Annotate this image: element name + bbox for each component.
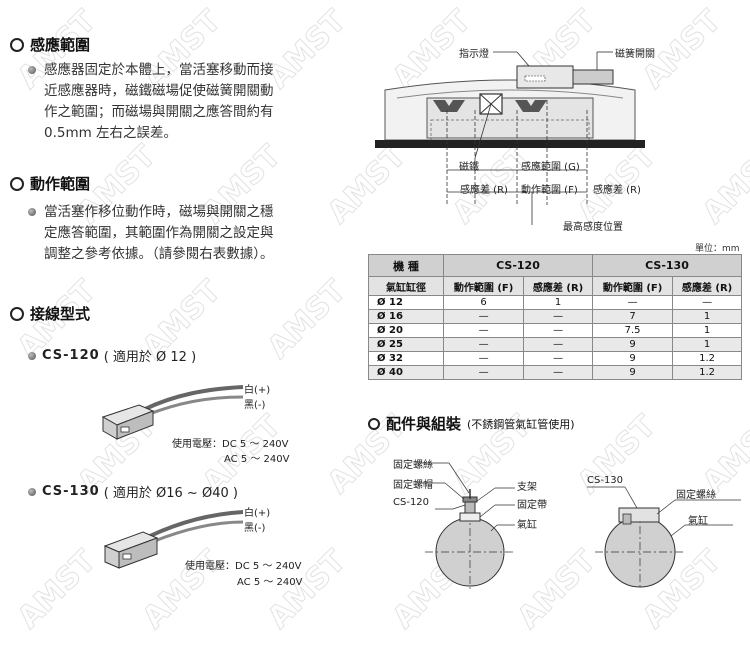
table-subheader: 感應差 (R) (523, 276, 593, 296)
cs130-wire-black-label: 黑(-) (244, 523, 266, 534)
accessories-left-drawing (417, 462, 515, 589)
acc-right-fix-screw-label: 固定螺絲 (676, 490, 716, 501)
operating-range-title: 動作範圍 (10, 173, 90, 194)
acc-left-bracket-label: 支架 (517, 482, 537, 493)
magnet-label: 磁鐵 (459, 162, 479, 173)
watermark-text: AMST (696, 138, 750, 230)
acc-left-fix-nut-label: 固定螺帽 (393, 480, 433, 491)
table-row: Ø 40 — — 9 1.2 (368, 365, 742, 380)
circle-bullet-icon (368, 417, 380, 430)
cs120-wire-black-label: 黑(-) (244, 400, 266, 411)
cs120-voltage-label: 使用電壓：DC 5 ～ 240V (172, 439, 289, 450)
sensing-range-diagram (375, 51, 645, 225)
table-subheader: 動作範圍 (F) (442, 276, 525, 296)
table-row: Ø 25 — — 9 1 (368, 337, 742, 352)
table-header-cs130: CS-130 (591, 254, 743, 277)
acc-right-cylinder-label: 氣缸 (688, 516, 708, 527)
acc-left-cylinder-label: 氣缸 (517, 520, 537, 531)
acc-left-model-label: CS-120 (393, 497, 430, 508)
table-subheader: 動作範圍 (F) (591, 276, 674, 296)
table-subheader: 感應差 (R) (672, 276, 742, 296)
accessories-title: 配件與組裝 (不銹鋼管氣缸管使用) (368, 413, 575, 434)
dot-bullet-icon (28, 351, 36, 360)
circle-bullet-icon (10, 176, 24, 191)
wiring-title: 接線型式 (10, 303, 90, 324)
operating-range-text: 當活塞作移位動作時，磁場與開關之穩 定應答範圍，其範圍作為開關之設定與 調整之參… (28, 202, 314, 265)
reed-switch-label: 磁簧開關 (615, 49, 655, 60)
spec-table: 機 種 CS-120 CS-130 氣缸缸徑 動作範圍 (F) 感應差 (R) … (368, 254, 743, 380)
cs130-sensor-drawing (103, 510, 244, 569)
table-header-cs120: CS-120 (443, 254, 593, 277)
watermark-text: AMST (11, 543, 103, 635)
cs130-model-line: CS-130 ( 適用於 Ø16 ~ Ø40 ) (28, 482, 238, 501)
cs130-wire-white-label: 白(+) (244, 508, 271, 519)
table-unit-label: 單位：mm (695, 244, 740, 254)
dot-bullet-icon (28, 208, 36, 216)
sensing-range-text: 感應器固定於本體上，當活塞移動而接 近感應器時，磁鐵磁場促使磁簧開關動 作之範圍… (28, 60, 314, 144)
acc-left-band-label: 固定帶 (517, 500, 547, 511)
operating-range-f-label: 動作範圍 (F) (521, 185, 578, 196)
acc-left-fix-screw-label: 固定螺絲 (393, 460, 433, 471)
table-row: Ø 16 — — 7 1 (368, 309, 742, 324)
acc-right-model-label: CS-130 (587, 475, 624, 486)
table-header-model: 機 種 (368, 254, 444, 277)
table-row: Ø 32 — — 9 1.2 (368, 351, 742, 366)
cs120-model-line: CS-120 ( 適用於 Ø 12 ) (28, 346, 196, 365)
accessories-right-drawing (587, 486, 741, 590)
max-sensing-position-label: 最高感度位置 (563, 222, 623, 233)
sensing-diff-right-label: 感應差 (R) (593, 185, 641, 196)
table-row: Ø 12 6 1 — — (368, 295, 742, 310)
cs130-voltage-ac: AC 5 ～ 240V (237, 577, 303, 588)
sensing-diff-left-label: 感應差 (R) (460, 185, 508, 196)
indicator-light-label: 指示燈 (459, 49, 489, 60)
sensing-range-g-label: 感應範圍 (G) (521, 162, 580, 173)
cs120-voltage-ac: AC 5 ～ 240V (224, 454, 290, 465)
watermark-text: AMST (261, 273, 353, 365)
cs120-wire-white-label: 白(+) (244, 385, 271, 396)
sensing-range-title: 感應範圍 (10, 34, 90, 55)
cs120-sensor-drawing (101, 385, 244, 440)
dot-bullet-icon (28, 66, 36, 74)
circle-bullet-icon (10, 37, 24, 52)
table-row: Ø 20 — — 7.5 1 (368, 323, 742, 338)
dot-bullet-icon (28, 487, 36, 496)
cs130-voltage-label: 使用電壓：DC 5 ～ 240V (185, 561, 302, 572)
circle-bullet-icon (10, 306, 24, 321)
table-subheader-bore: 氣缸缸徑 (368, 276, 444, 296)
